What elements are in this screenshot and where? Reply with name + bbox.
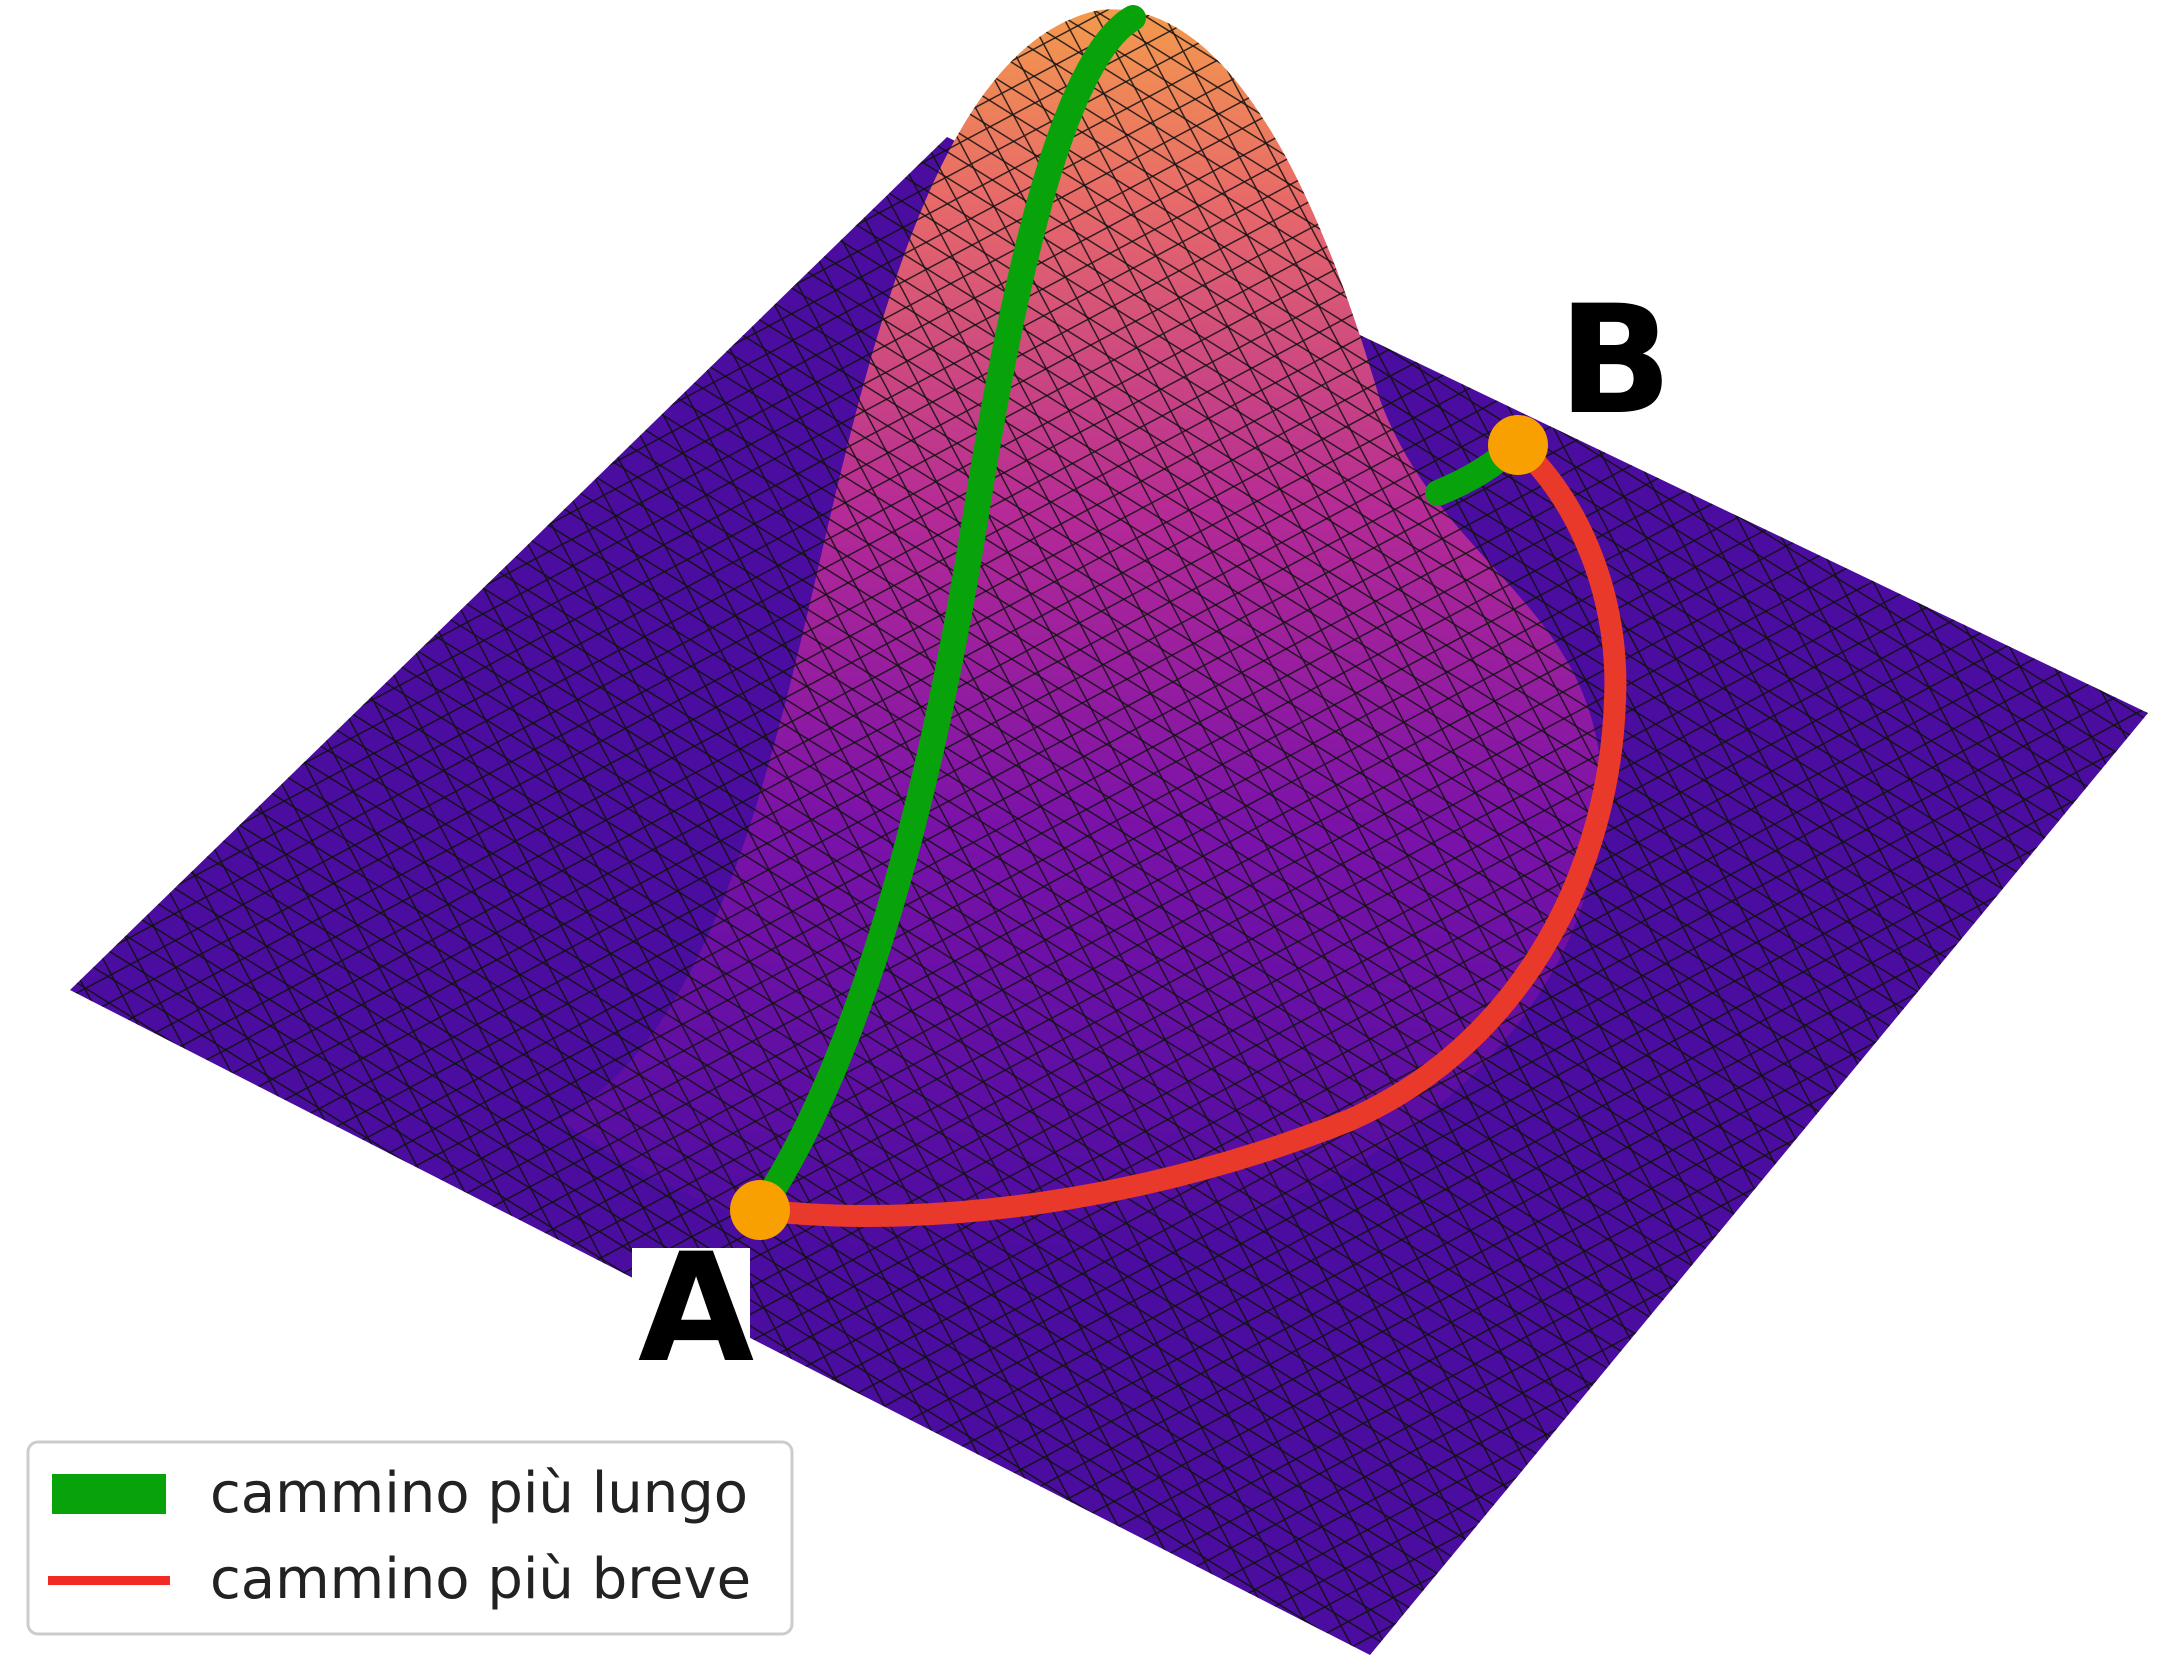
point-b-label: B: [1558, 274, 1672, 448]
point-a-label: A: [638, 1222, 754, 1396]
surface-plane: [70, 137, 2148, 1655]
point-a-marker: [730, 1180, 790, 1240]
surface-hill: [560, 9, 1602, 1268]
legend-box: [26, 1440, 794, 1636]
point-a-label-bg: [632, 1248, 750, 1378]
short-path: [749, 434, 1627, 1227]
legend-label-short: cammino più breve: [210, 1547, 751, 1612]
point-b-marker: [1488, 415, 1548, 475]
legend-swatch-short: [48, 1576, 170, 1585]
legend: cammino più lungo cammino più breve: [26, 1440, 794, 1636]
legend-swatch-long: [52, 1474, 166, 1514]
legend-label-long: cammino più lungo: [210, 1461, 748, 1526]
